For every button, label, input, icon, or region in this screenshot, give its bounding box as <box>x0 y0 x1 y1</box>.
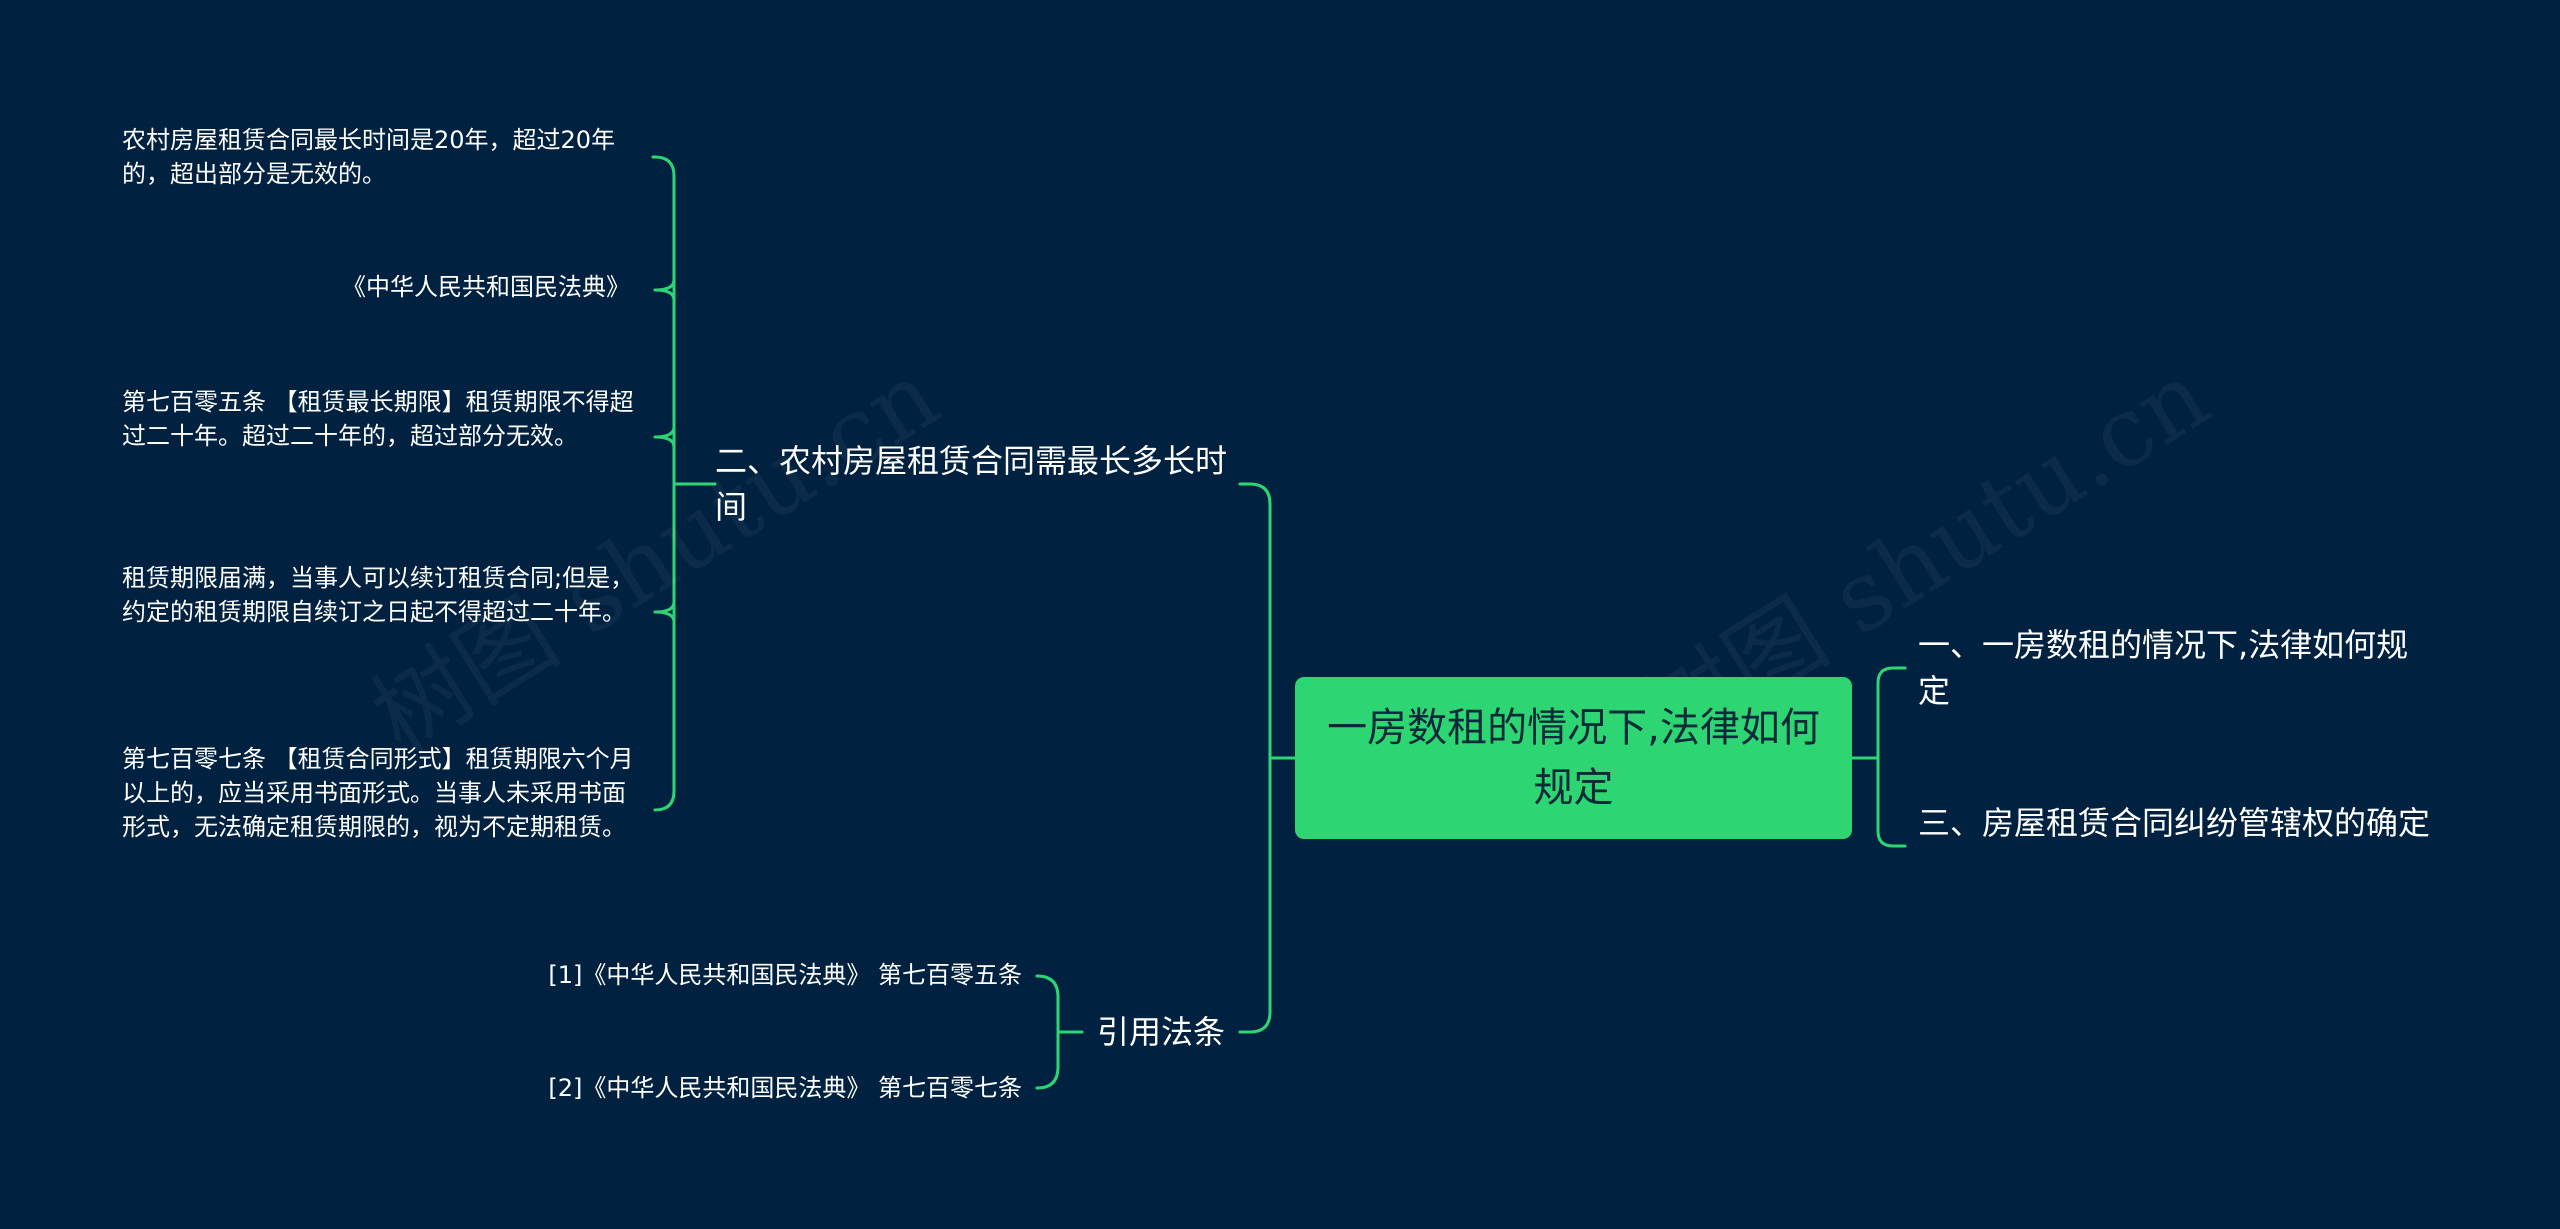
connector-b1-bracket <box>653 155 676 812</box>
leaf-article-707[interactable]: 第七百零七条 【租赁合同形式】租赁期限六个月以上的，应当采用书面形式。当事人未采… <box>122 745 634 841</box>
connector-leaf-2 <box>653 278 676 302</box>
citation-1[interactable]: [1]《中华人民共和国民法典》 第七百零五条 <box>548 961 1022 989</box>
left-branch-citations[interactable]: 引用法条 <box>1097 1013 1226 1051</box>
leaf-summary[interactable]: 农村房屋租赁合同最长时间是20年，超过20年的，超出部分是无效的。 <box>122 126 616 188</box>
connector-b2-bracket <box>1035 974 1060 1090</box>
connector-leaf-3 <box>653 425 676 449</box>
right-branch-3[interactable]: 三、房屋租赁合同纠纷管辖权的确定 <box>1918 804 2431 842</box>
connector-leaf-4 <box>653 600 676 624</box>
connector-left-bracket <box>1248 482 1272 1034</box>
connector-right-bracket <box>1876 666 1895 848</box>
left-branch-2[interactable]: 二、农村房屋租赁合同需最长多长时间 <box>715 442 1228 526</box>
citation-2[interactable]: [2]《中华人民共和国民法典》 第七百零七条 <box>548 1074 1022 1102</box>
root-node[interactable]: 一房数租的情况下,法律如何规定 <box>1295 677 1852 839</box>
leaf-renewal[interactable]: 租赁期限届满，当事人可以续订租赁合同;但是，约定的租赁期限自续订之日起不得超过二… <box>122 564 635 626</box>
leaf-article-705[interactable]: 第七百零五条 【租赁最长期限】租赁期限不得超过二十年。超过二十年的，超过部分无效… <box>122 388 634 450</box>
leaf-civil-code[interactable]: 《中华人民共和国民法典》 <box>342 273 630 301</box>
right-branch-1[interactable]: 一、一房数租的情况下,法律如何规定 <box>1918 626 2409 710</box>
